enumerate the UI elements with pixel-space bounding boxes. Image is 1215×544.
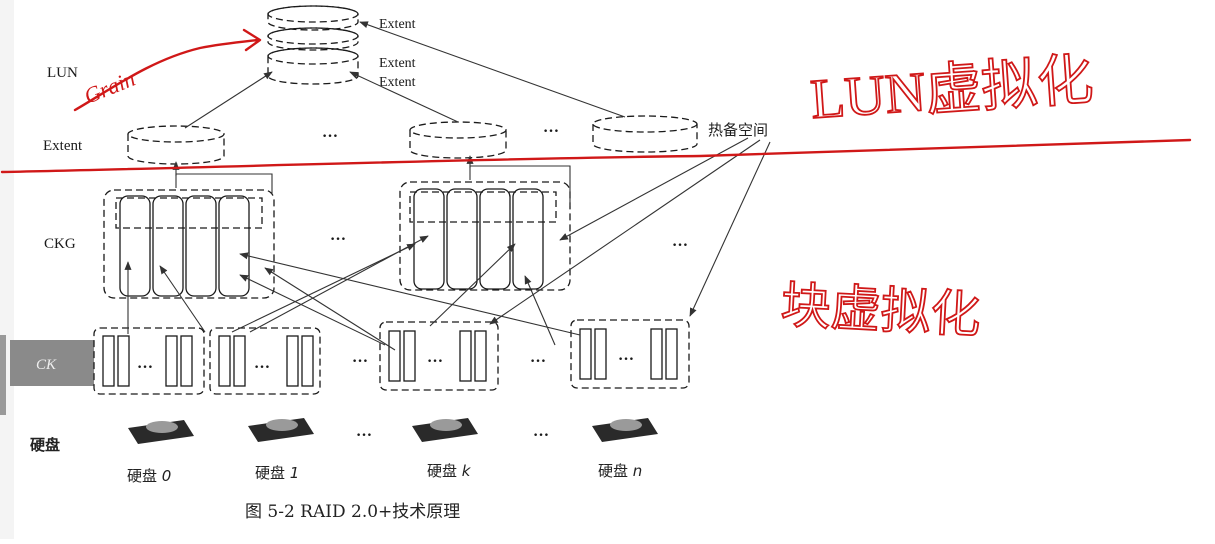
disk-row-label: 硬盘 — [30, 436, 60, 454]
page-edge — [0, 0, 14, 539]
ck-to-ckg-arrows — [124, 137, 771, 351]
disk-label-k: 硬盘 k — [427, 462, 472, 480]
ck-label: CK — [36, 357, 57, 373]
disk-icon-0 — [128, 420, 194, 444]
ck-group-0: … — [93, 327, 205, 395]
hand-arrow-head — [242, 28, 262, 52]
lun-label: LUN — [47, 65, 78, 81]
hand-divider-line — [0, 138, 1192, 174]
extent-label-3: Extent — [379, 75, 416, 90]
ellipsis-disk-1: … — [356, 423, 372, 440]
extent-label-left: Extent — [43, 138, 83, 154]
ellipsis-ck-1: … — [254, 355, 270, 372]
disk-icon-1 — [248, 418, 314, 442]
disk-label-0: 硬盘 0 — [127, 467, 171, 485]
hand-note-block-virtualization: 块虚拟化 — [779, 277, 982, 343]
disk-icon-n — [592, 418, 658, 442]
disk-label-1: 硬盘 1 — [255, 464, 299, 482]
ellipsis-ck-k: … — [427, 349, 443, 366]
ellipsis-extent-2: … — [543, 119, 559, 136]
ellipsis-extent-1: … — [322, 124, 338, 141]
page-edge-mark — [0, 335, 6, 415]
ellipsis-disk-2: … — [533, 423, 549, 440]
figure-caption: 图 5-2 RAID 2.0+技术原理 — [245, 502, 460, 522]
extent-label-1: Extent — [379, 17, 416, 32]
ck-group-k: … — [379, 321, 499, 391]
ck-label-box — [10, 340, 94, 386]
hand-note-grain: Grain — [81, 66, 139, 109]
disk-icon-k — [412, 418, 478, 442]
ck-group-n: … — [570, 319, 690, 389]
ellipsis-ck-mid-1: … — [352, 349, 368, 366]
lun-stack — [267, 5, 359, 85]
disk-label-n: 硬盘 n — [598, 462, 642, 480]
ellipsis-ck-0: … — [137, 355, 153, 372]
ellipsis-ckg-2: … — [672, 233, 688, 250]
ellipsis-ck-mid-2: … — [530, 349, 546, 366]
ckg-label: CKG — [44, 236, 76, 252]
ckg-group-left — [103, 173, 275, 299]
hot-spare-label: 热备空间 — [708, 121, 768, 139]
extent-label-2: Extent — [379, 56, 416, 71]
ck-group-1: … — [209, 327, 321, 395]
ellipsis-ckg-1: … — [330, 227, 346, 244]
hand-arrow-curve — [73, 38, 260, 112]
hand-note-lun-virtualization: LUN虚拟化 — [809, 49, 1096, 131]
ellipsis-ck-n: … — [618, 347, 634, 364]
ckg-group-right — [399, 165, 571, 291]
